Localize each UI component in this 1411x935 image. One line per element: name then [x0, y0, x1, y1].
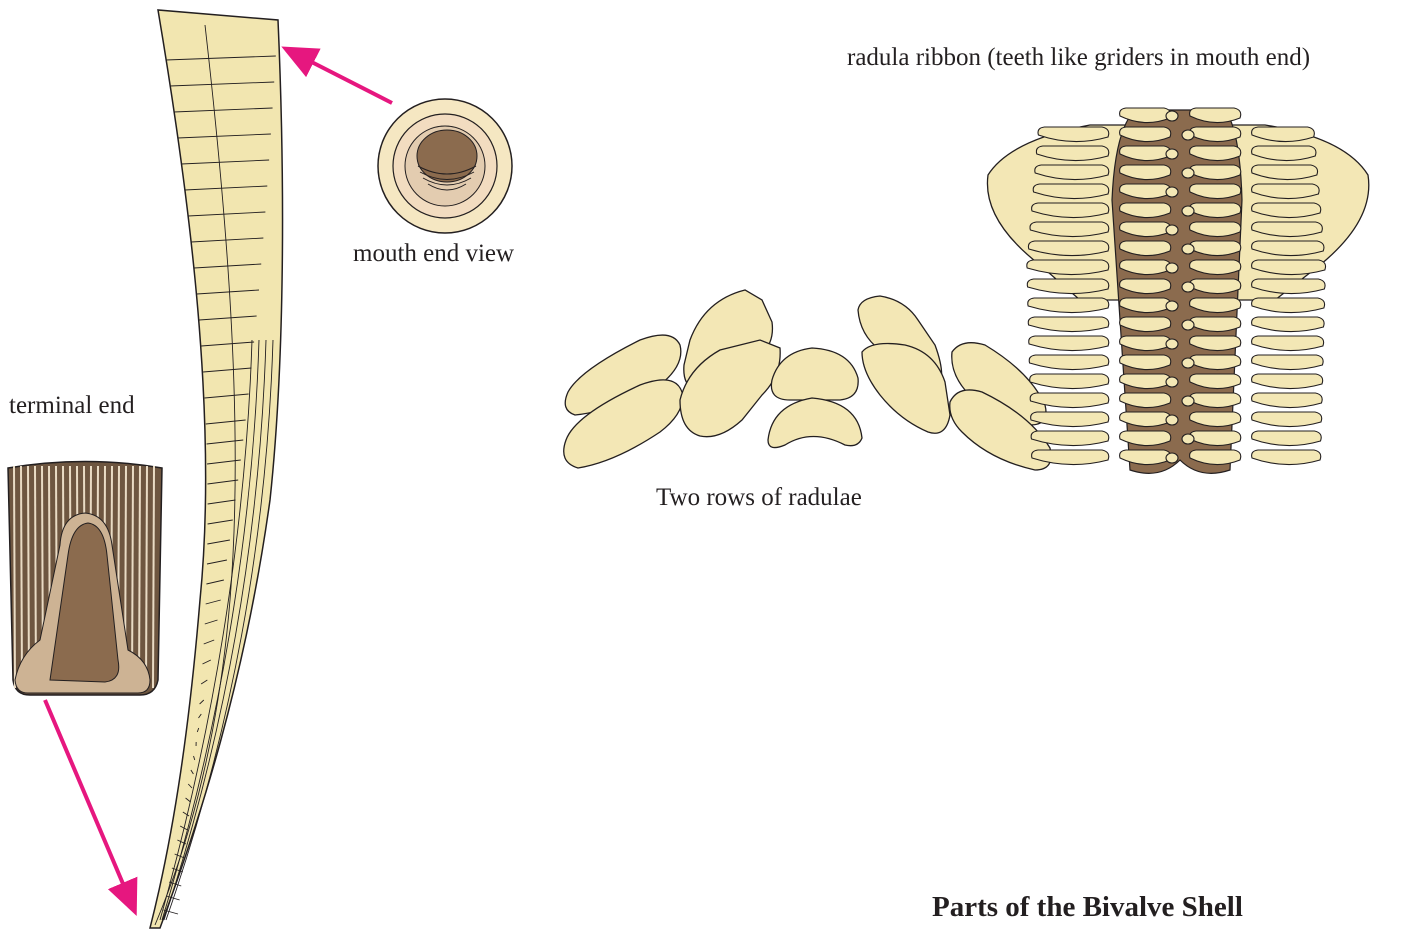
ribbon-cusp	[1166, 263, 1178, 273]
terminal-stripe	[14, 466, 15, 688]
ribbon-tooth-segment	[1027, 279, 1108, 294]
arrow-to-mouth-end	[292, 52, 392, 103]
arrow-to-terminal-end	[45, 700, 132, 905]
ribbon-cusp	[1166, 377, 1178, 387]
ribbon-cusp	[1166, 187, 1178, 197]
ribbon-tooth-segment	[1252, 412, 1322, 427]
ribbon-tooth-segment	[1030, 374, 1109, 389]
ribbon-cusp	[1166, 301, 1178, 311]
terminal-stripe	[153, 466, 154, 688]
ribbon-cusp	[1166, 111, 1178, 121]
ribbon-tooth-segment	[1252, 298, 1325, 313]
figure-title: Parts of the Bivalve Shell	[932, 891, 1243, 924]
ribbon-cusp	[1166, 225, 1178, 235]
terminal-stripe	[139, 466, 140, 688]
radula-ribbon	[987, 108, 1368, 473]
radulae-rows	[564, 290, 1051, 470]
ribbon-tooth-segment	[1029, 355, 1109, 370]
terminal-end-section	[8, 462, 162, 696]
mouth-end-view	[378, 99, 512, 233]
ribbon-cusp	[1182, 130, 1194, 140]
ribbon-tooth-segment	[1027, 260, 1109, 275]
ribbon-cusp	[1182, 244, 1194, 254]
ribbon-tooth-segment	[1028, 298, 1109, 313]
ribbon-cusp	[1166, 149, 1178, 159]
mouth-end-view-label: mouth end view	[353, 240, 514, 268]
ribbon-cusp	[1182, 206, 1194, 216]
radula-ribbon-label: radula ribbon (teeth like griders in mou…	[847, 44, 1310, 72]
tusk-shell-body	[150, 10, 283, 928]
terminal-stripe	[146, 466, 147, 688]
ribbon-cusp	[1182, 434, 1194, 444]
ribbon-tooth-segment	[1252, 450, 1321, 465]
ribbon-cusp	[1182, 282, 1194, 292]
ribbon-tooth-segment	[1120, 450, 1171, 465]
ribbon-tooth-segment	[1252, 317, 1325, 332]
ribbon-cusp	[1182, 358, 1194, 368]
ribbon-cusp	[1166, 415, 1178, 425]
ribbon-tooth-segment	[1252, 374, 1323, 389]
radulae-rows-label: Two rows of radulae	[656, 484, 862, 512]
ribbon-cusp	[1166, 339, 1178, 349]
tusk-shell	[150, 10, 283, 928]
ribbon-tooth-segment	[1120, 431, 1171, 446]
ribbon-tooth-segment	[1028, 317, 1109, 332]
ribbon-cusp	[1182, 168, 1194, 178]
ribbon-tooth-segment	[1252, 336, 1324, 351]
ribbon-cusp	[1182, 320, 1194, 330]
ribbon-tooth-segment	[1252, 355, 1324, 370]
ribbon-cusp	[1182, 396, 1194, 406]
ribbon-tooth-segment	[1252, 431, 1322, 446]
terminal-stripe	[21, 466, 22, 688]
terminal-end-label: terminal end	[9, 392, 135, 420]
ribbon-tooth-segment	[1031, 412, 1109, 427]
ribbon-tooth-segment	[1029, 336, 1109, 351]
ribbon-cusp	[1166, 453, 1178, 463]
ribbon-tooth-segment	[1252, 393, 1323, 408]
